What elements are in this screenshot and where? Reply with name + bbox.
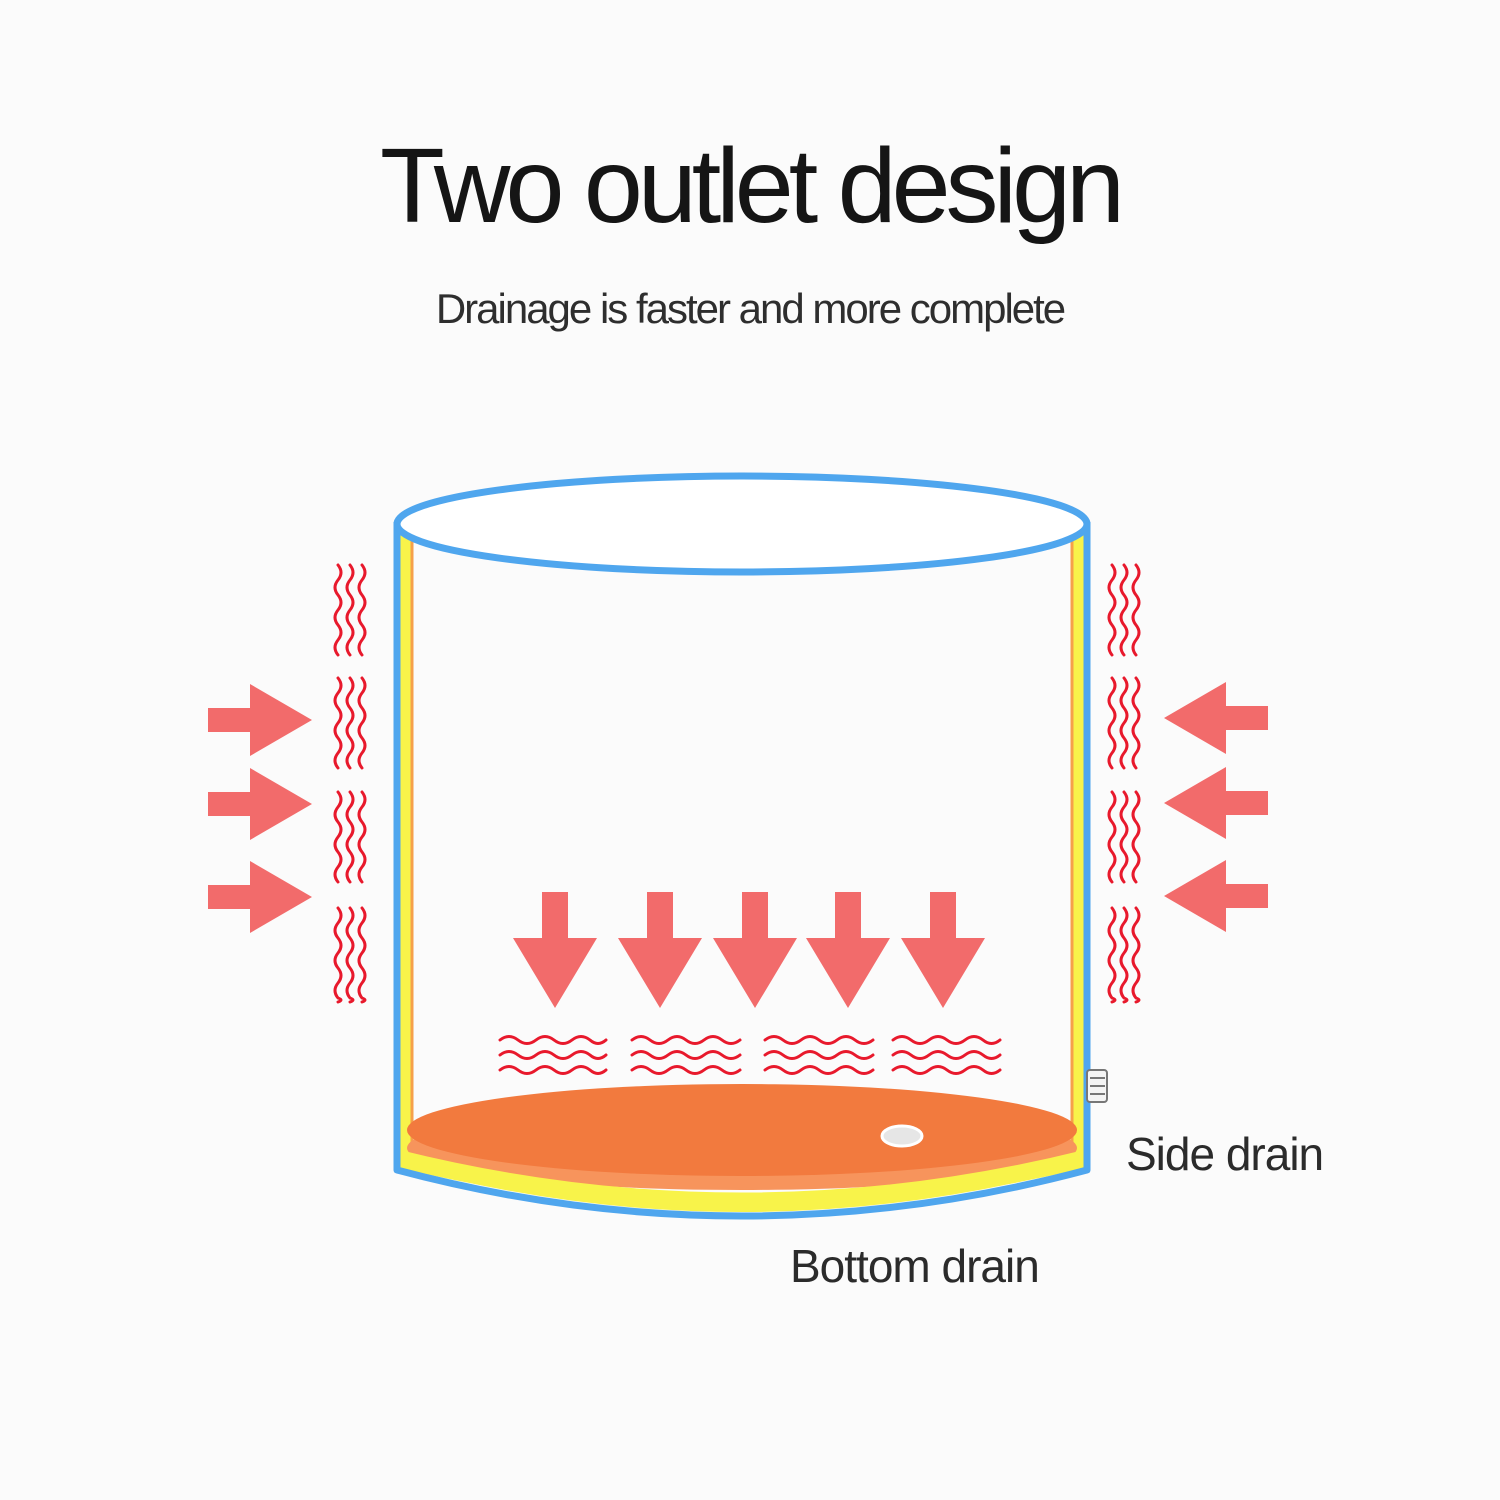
- heat-wave-icon: [357, 563, 367, 657]
- arrow-icon: [618, 892, 702, 1008]
- heat-wave-icon: [1131, 790, 1141, 884]
- bottom-drain-label: Bottom drain: [790, 1240, 1040, 1292]
- bottom-plate: [407, 1084, 1077, 1176]
- arrow-icon: [1164, 860, 1268, 932]
- heat-wave-icon: [891, 1065, 1002, 1075]
- container: [393, 472, 1108, 1220]
- arrow-icon: [713, 892, 797, 1008]
- container-outline: [393, 522, 1091, 1220]
- right-heat-waves: [1107, 563, 1141, 1004]
- heat-wave-icon: [357, 906, 367, 1004]
- heat-wave-icon: [1131, 906, 1141, 1004]
- left-arrows: [208, 684, 312, 933]
- heat-wave-icon: [345, 563, 355, 657]
- heat-wave-icon: [333, 790, 343, 884]
- heat-wave-icon: [333, 563, 343, 657]
- arrow-icon: [208, 861, 312, 933]
- heat-wave-icon: [1119, 563, 1129, 657]
- heat-wave-icon: [333, 676, 343, 770]
- heat-wave-icon: [357, 790, 367, 884]
- heat-wave-icon: [1107, 563, 1117, 657]
- heat-wave-icon: [345, 790, 355, 884]
- valve-icon: [1086, 1069, 1108, 1103]
- arrow-icon: [513, 892, 597, 1008]
- page-subtitle: Drainage is faster and more complete: [435, 285, 1066, 332]
- right-arrows: [1164, 682, 1268, 932]
- heat-wave-icon: [498, 1035, 608, 1045]
- arrow-icon: [208, 684, 312, 756]
- arrow-icon: [901, 892, 985, 1008]
- heat-wave-icon: [498, 1065, 608, 1075]
- heat-wave-icon: [345, 676, 355, 770]
- arrow-icon: [1164, 767, 1268, 839]
- container-bottom-band: [400, 1150, 1084, 1209]
- heat-wave-icon: [498, 1050, 608, 1060]
- heat-wave-icon: [891, 1035, 1002, 1045]
- heat-wave-icon: [763, 1035, 875, 1045]
- heat-wave-icon: [763, 1065, 875, 1075]
- heat-wave-icon: [333, 906, 343, 1004]
- side-drain-label: Side drain: [1126, 1128, 1324, 1180]
- heat-wave-icon: [763, 1050, 875, 1060]
- heat-wave-icon: [1119, 676, 1129, 770]
- heat-wave-icon: [1131, 563, 1141, 657]
- arrow-icon: [1164, 682, 1268, 754]
- heat-wave-icon: [630, 1035, 742, 1045]
- heat-wave-icon: [630, 1050, 742, 1060]
- down-arrows: [513, 892, 985, 1008]
- drain-hole-icon: [880, 1124, 924, 1148]
- heat-wave-icon: [357, 676, 367, 770]
- container-rim: [393, 472, 1091, 576]
- page-title: Two outlet design: [380, 127, 1125, 245]
- heat-wave-icon: [891, 1050, 1002, 1060]
- heat-wave-icon: [345, 906, 355, 1004]
- arrow-icon: [806, 892, 890, 1008]
- heat-wave-icon: [1107, 906, 1117, 1004]
- bottom-heat-waves: [498, 1035, 1002, 1075]
- heat-wave-icon: [1107, 790, 1117, 884]
- left-heat-waves: [333, 563, 367, 1004]
- heat-wave-icon: [1131, 676, 1141, 770]
- arrow-icon: [208, 768, 312, 840]
- heat-wave-icon: [1107, 676, 1117, 770]
- heat-wave-icon: [630, 1065, 742, 1075]
- container-inner-edge: [410, 540, 1074, 1150]
- heat-wave-icon: [1119, 906, 1129, 1004]
- heat-wave-icon: [1119, 790, 1129, 884]
